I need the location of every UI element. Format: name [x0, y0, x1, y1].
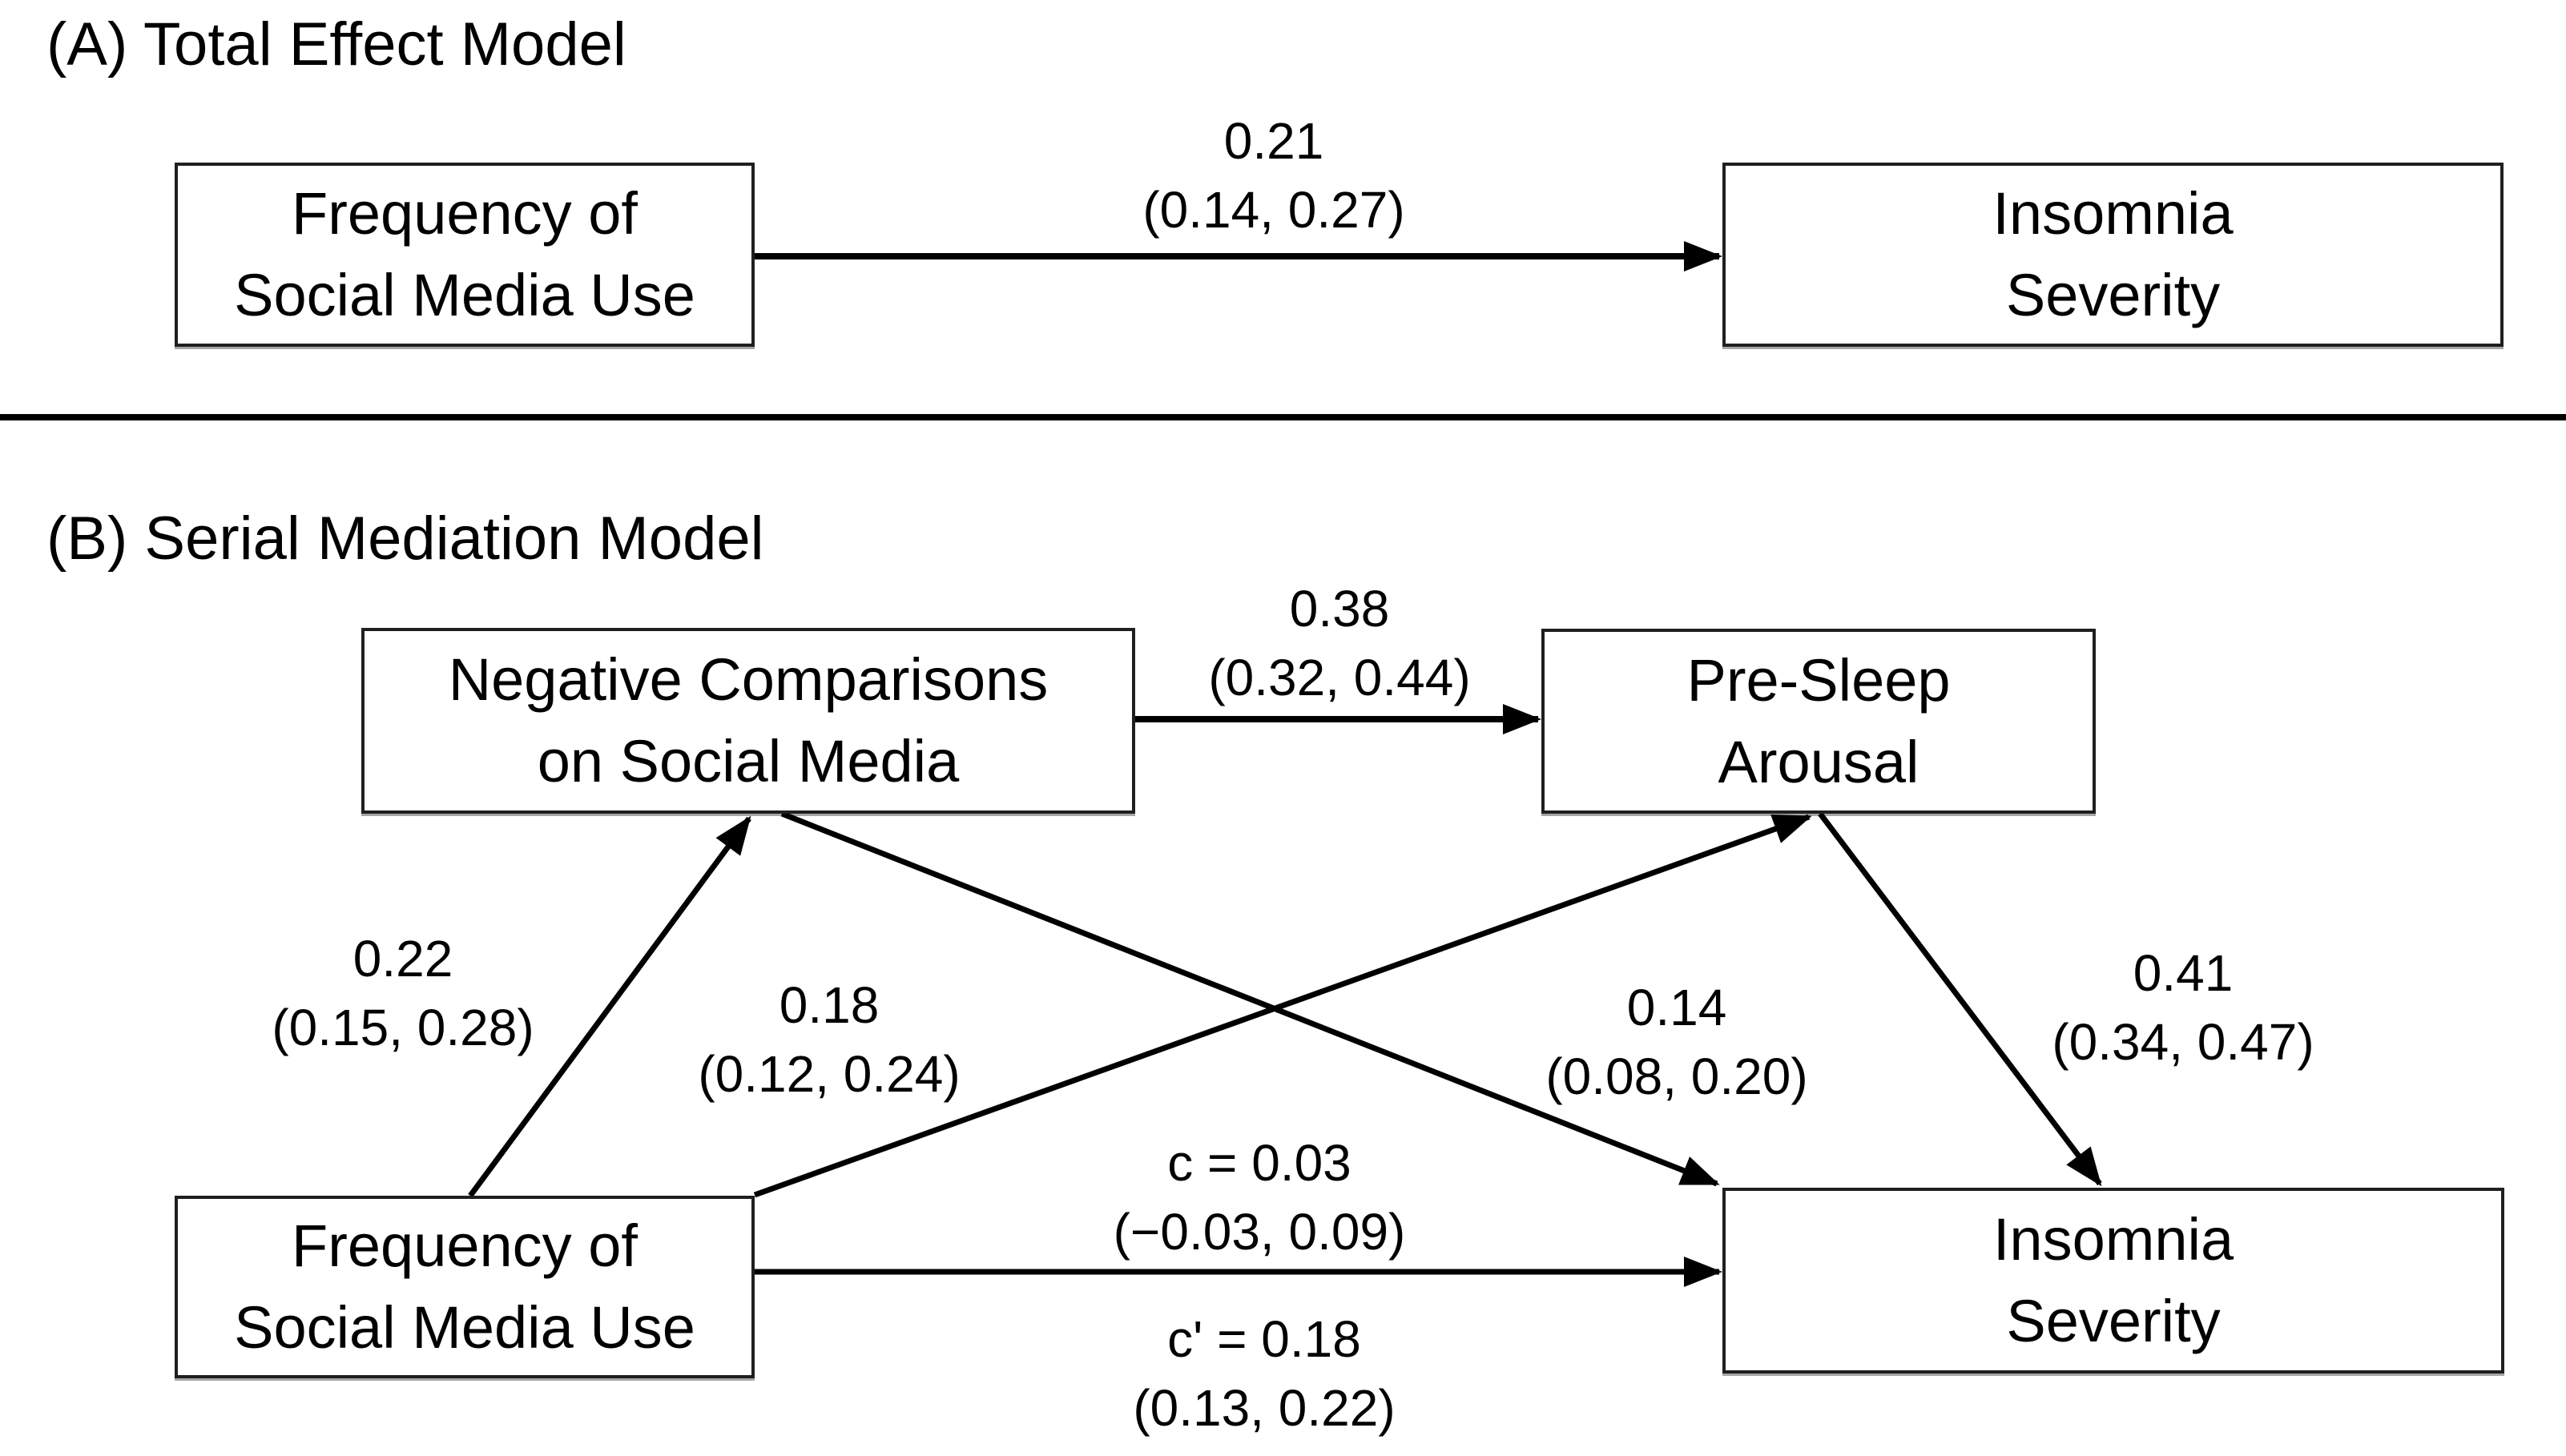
node-a-insomnia-severity: Insomnia Severity [1722, 163, 2504, 347]
node-label-line: Frequency of [292, 1213, 638, 1279]
confidence-interval: (−0.03, 0.09) [1113, 1203, 1406, 1261]
panel-divider [0, 414, 2566, 420]
path-label-negcomp-to-insomnia: 0.14 (0.08, 0.20) [1545, 973, 1807, 1111]
coefficient: 0.38 [1289, 580, 1390, 638]
path-label-total-effect: 0.21 (0.14, 0.27) [1142, 107, 1404, 244]
coefficient: 0.18 [779, 976, 880, 1034]
path-label-arousal-to-insomnia: 0.41 (0.34, 0.47) [2052, 939, 2314, 1076]
node-label-line: on Social Media [537, 728, 960, 794]
node-label-line: Pre-Sleep [1686, 646, 1951, 714]
node-b-pre-sleep-arousal: Pre-Sleep Arousal [1541, 629, 2096, 814]
panel-a-title: (A) Total Effect Model [46, 10, 626, 78]
coefficient: 0.14 [1626, 979, 1727, 1036]
coefficient: 0.21 [1223, 112, 1324, 170]
confidence-interval: (0.15, 0.28) [272, 999, 534, 1056]
coefficient: 0.22 [352, 930, 453, 987]
confidence-interval: (0.08, 0.20) [1545, 1048, 1808, 1105]
confidence-interval: (0.13, 0.22) [1133, 1379, 1396, 1437]
node-label-line: Insomnia [1992, 180, 2234, 247]
confidence-interval: (0.32, 0.44) [1208, 649, 1471, 706]
panel-b-title: (B) Serial Mediation Model [46, 505, 764, 573]
path-label-negcomp-to-arousal: 0.38 (0.32, 0.44) [1208, 574, 1470, 712]
node-label-line: Frequency of [292, 180, 638, 247]
path-label-direct-c-prime: c' = 0.18 (0.13, 0.22) [1133, 1305, 1395, 1442]
confidence-interval: (0.14, 0.27) [1142, 181, 1405, 239]
node-a-frequency-of-social-media-use: Frequency of Social Media Use [175, 163, 755, 347]
coefficient: c' = 0.18 [1167, 1310, 1361, 1368]
node-label-line: Social Media Use [234, 262, 695, 328]
node-b-insomnia-severity: Insomnia Severity [1722, 1188, 2504, 1374]
node-label-line: Social Media Use [234, 1294, 695, 1361]
node-label-line: Negative Comparisons [448, 646, 1049, 713]
path-label-direct-c: c = 0.03 (−0.03, 0.09) [1114, 1128, 1406, 1266]
node-b-negative-comparisons: Negative Comparisons on Social Media [361, 628, 1135, 814]
node-label-line: Insomnia [1992, 1206, 2234, 1273]
node-label-line: Severity [2005, 262, 2221, 328]
node-b-frequency-of-social-media-use: Frequency of Social Media Use [175, 1196, 755, 1378]
node-label-line: Severity [2006, 1288, 2221, 1354]
confidence-interval: (0.34, 0.47) [2052, 1013, 2314, 1071]
coefficient: 0.41 [2133, 944, 2234, 1002]
node-label-line: Arousal [1718, 728, 1919, 795]
confidence-interval: (0.12, 0.24) [698, 1045, 961, 1103]
path-label-freq-to-arousal: 0.18 (0.12, 0.24) [698, 971, 960, 1108]
coefficient: c = 0.03 [1167, 1134, 1351, 1192]
path-label-freq-to-negcomp: 0.22 (0.15, 0.28) [272, 924, 534, 1062]
